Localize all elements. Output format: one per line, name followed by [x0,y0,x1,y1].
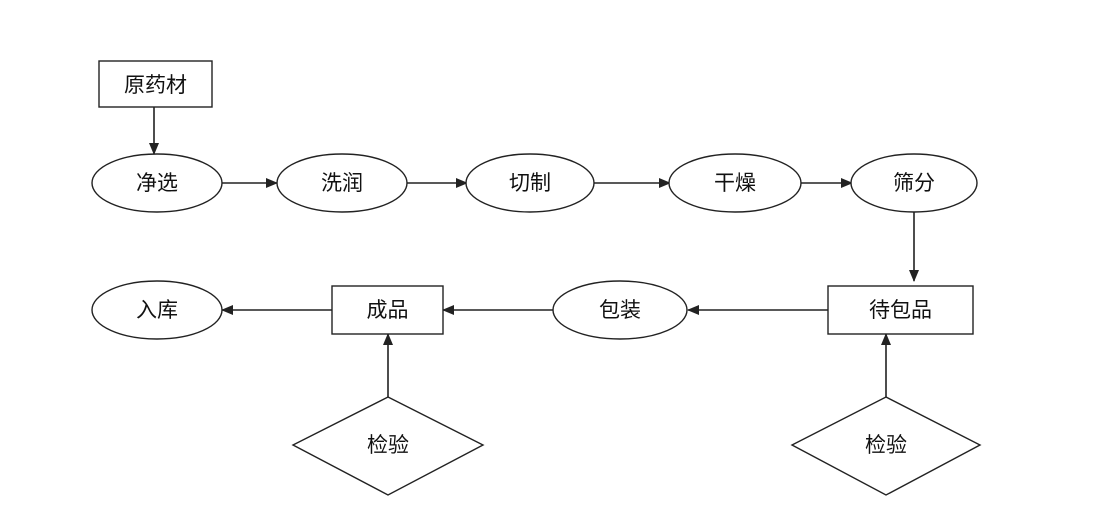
node-cutting: 切制 [465,153,595,213]
node-raw-material-label: 原药材 [124,73,187,97]
node-sieving-ellipse [850,153,978,213]
node-warehousing-ellipse [91,280,223,340]
node-warehousing: 入库 [91,280,223,340]
node-inspection-right: 检验 [790,396,982,496]
node-inspection-left: 检验 [291,396,485,496]
node-drying: 干燥 [668,153,802,213]
node-cutting-ellipse [465,153,595,213]
node-warehousing-label: 入库 [136,298,178,322]
node-cutting-label: 切制 [509,171,551,195]
node-wash-moisten-label: 洗润 [321,171,363,195]
node-inspection-right-diamond [790,396,982,496]
node-wash-moisten-ellipse [276,153,408,213]
node-packing-label: 包装 [599,298,641,322]
node-finished-product-box [331,285,444,335]
node-to-be-packed-box [827,285,974,335]
edges-layer [149,107,919,397]
node-packing-ellipse [552,280,688,340]
node-to-be-packed-label: 待包品 [869,298,932,322]
node-wash-moisten: 洗润 [276,153,408,213]
node-sieving: 筛分 [850,153,978,213]
node-inspection-left-diamond [291,396,485,496]
node-clean-select-label: 净选 [136,171,178,195]
node-sieving-label: 筛分 [893,171,935,195]
node-raw-material-box [98,60,213,108]
nodes-layer: 原药材 净选 洗润 切制 干燥 筛分 待包品 包装 [91,60,982,496]
node-inspection-right-label: 检验 [865,433,907,457]
node-inspection-left-label: 检验 [367,433,409,457]
node-finished-product-label: 成品 [367,298,409,322]
node-finished-product: 成品 [331,285,444,335]
node-drying-ellipse [668,153,802,213]
node-clean-select-ellipse [91,153,223,213]
node-drying-label: 干燥 [714,171,756,195]
node-raw-material: 原药材 [98,60,213,108]
node-clean-select: 净选 [91,153,223,213]
node-packing: 包装 [552,280,688,340]
node-to-be-packed: 待包品 [827,285,974,335]
